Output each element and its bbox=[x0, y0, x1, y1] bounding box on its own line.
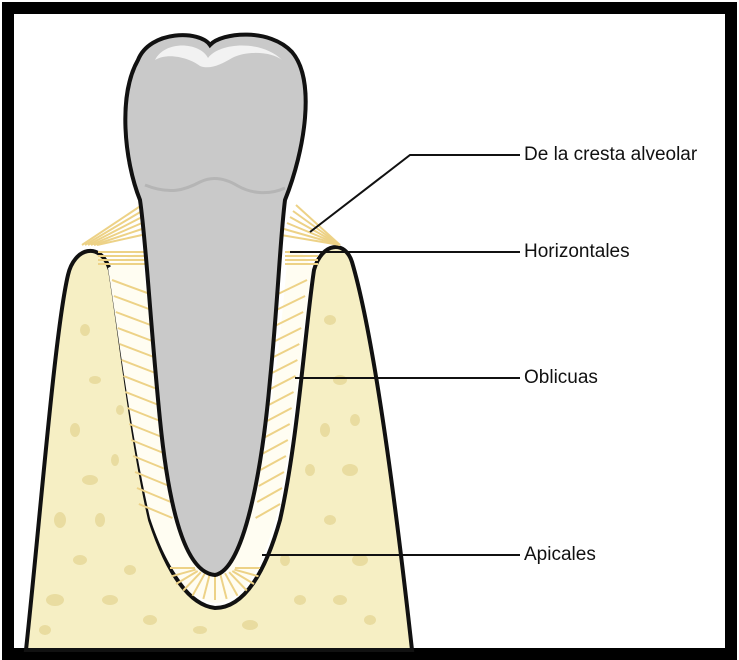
bone-pore bbox=[73, 555, 87, 565]
bone-pore bbox=[46, 594, 64, 606]
bone-pore bbox=[111, 454, 119, 466]
bone-pore bbox=[294, 595, 306, 605]
bone-pore bbox=[116, 405, 124, 415]
bone-pore bbox=[102, 595, 118, 605]
bone-pore bbox=[350, 414, 360, 426]
label-apical-fibers: Apicales bbox=[524, 545, 596, 564]
bone-pore bbox=[70, 423, 80, 437]
bone-pore bbox=[39, 625, 51, 635]
bone-pore bbox=[324, 315, 336, 325]
bone-pore bbox=[333, 595, 347, 605]
label-oblique-fibers: Oblicuas bbox=[524, 368, 598, 387]
leader-crest bbox=[310, 155, 520, 232]
ligament-fiber bbox=[85, 211, 142, 245]
label-crest-fibers: De la cresta alveolar bbox=[524, 145, 697, 164]
bone-pore bbox=[242, 620, 258, 630]
bone-pore bbox=[124, 565, 136, 575]
bone-pore bbox=[320, 423, 330, 437]
bone-pore bbox=[324, 515, 336, 525]
bone-pore bbox=[364, 615, 376, 625]
bone-pore bbox=[80, 324, 90, 336]
bone-pore bbox=[143, 615, 157, 625]
bone-pore bbox=[305, 464, 315, 476]
bone-pore bbox=[82, 475, 98, 485]
bone-pore bbox=[342, 464, 358, 476]
bone-pore bbox=[95, 513, 105, 527]
bone-pore bbox=[89, 376, 101, 384]
bone-pore bbox=[193, 626, 207, 634]
label-horizontal-fibers: Horizontales bbox=[524, 242, 630, 261]
bone-pore bbox=[54, 512, 66, 528]
bone-pore bbox=[333, 375, 347, 385]
